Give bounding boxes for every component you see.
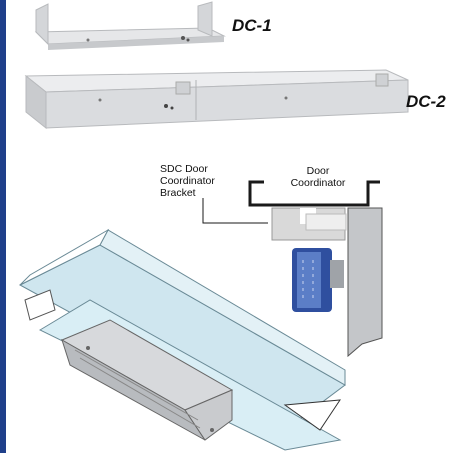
coordinator-housing-outline bbox=[248, 180, 380, 207]
dc-1-label: DC-1 bbox=[232, 16, 272, 35]
door-coordinator-callout: Door Coordinator bbox=[290, 165, 346, 189]
dc-2-label: DC-2 bbox=[406, 92, 446, 111]
bracket-callout: SDC Door Coordinator Bracket bbox=[160, 163, 215, 199]
door-panel bbox=[347, 207, 383, 358]
installation-diagram bbox=[18, 180, 383, 451]
left-accent-rule bbox=[0, 0, 6, 453]
dc-2-bracket-image bbox=[24, 69, 409, 130]
dc-1-bracket-image bbox=[34, 1, 226, 50]
